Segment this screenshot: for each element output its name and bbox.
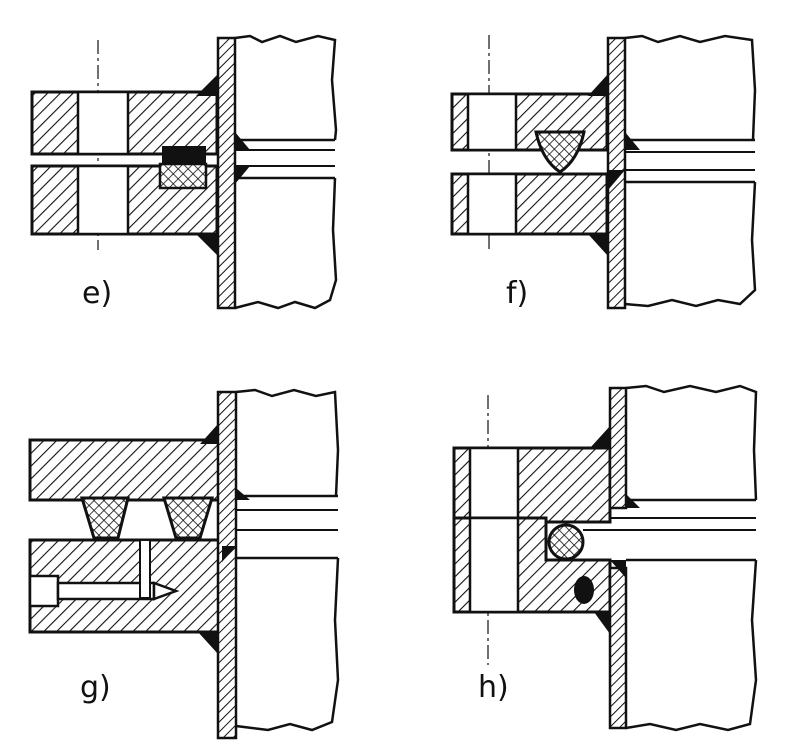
panel-label-e: e) bbox=[82, 276, 112, 311]
panel-label-g: g) bbox=[80, 670, 111, 705]
gasket bbox=[158, 162, 208, 190]
pipe-wall bbox=[608, 386, 628, 510]
vessel-break-line bbox=[624, 34, 757, 141]
weld bbox=[198, 632, 218, 654]
vessel-break-line bbox=[625, 384, 758, 501]
pin bbox=[139, 539, 151, 599]
weld bbox=[574, 576, 594, 604]
weld bbox=[196, 234, 218, 256]
vessel-break-line bbox=[235, 557, 340, 732]
panel-f: f) bbox=[450, 34, 757, 311]
bolt-hole bbox=[468, 446, 520, 524]
upper-flange bbox=[28, 438, 222, 502]
tongue bbox=[162, 146, 206, 164]
bolt-hole bbox=[466, 92, 518, 152]
bolt-hole bbox=[468, 516, 520, 614]
vessel-break-line bbox=[234, 34, 338, 141]
weld bbox=[608, 170, 625, 190]
bolt-hole bbox=[76, 164, 130, 236]
bolt-head bbox=[28, 574, 60, 608]
weld bbox=[236, 488, 250, 500]
weld bbox=[588, 74, 608, 96]
bolt-hole bbox=[76, 90, 130, 156]
vessel-break-line bbox=[624, 181, 757, 308]
weld bbox=[196, 74, 218, 96]
pipe-wall bbox=[216, 36, 237, 310]
panel-label-h: h) bbox=[478, 670, 509, 705]
weld bbox=[594, 612, 610, 634]
weld bbox=[588, 234, 608, 256]
pipe-wall bbox=[216, 390, 238, 740]
panel-label-f: f) bbox=[506, 276, 528, 311]
gasket bbox=[161, 496, 215, 540]
panel-e: e) bbox=[30, 34, 338, 311]
v-gasket bbox=[534, 130, 586, 174]
gasket bbox=[79, 496, 130, 540]
weld bbox=[235, 166, 250, 184]
weld bbox=[222, 546, 236, 562]
weld bbox=[200, 424, 218, 444]
bolt-hole bbox=[466, 172, 518, 236]
panel-g: g) bbox=[28, 388, 340, 740]
o-ring bbox=[547, 523, 585, 561]
vessel-break-line bbox=[625, 559, 758, 732]
vessel-break-line bbox=[235, 388, 340, 497]
bolt-tip bbox=[152, 581, 180, 601]
vessel-break-line bbox=[234, 177, 338, 310]
weld bbox=[610, 560, 626, 578]
pipe-wall bbox=[608, 566, 628, 730]
panel-h: h) bbox=[452, 384, 758, 732]
weld bbox=[590, 426, 610, 448]
